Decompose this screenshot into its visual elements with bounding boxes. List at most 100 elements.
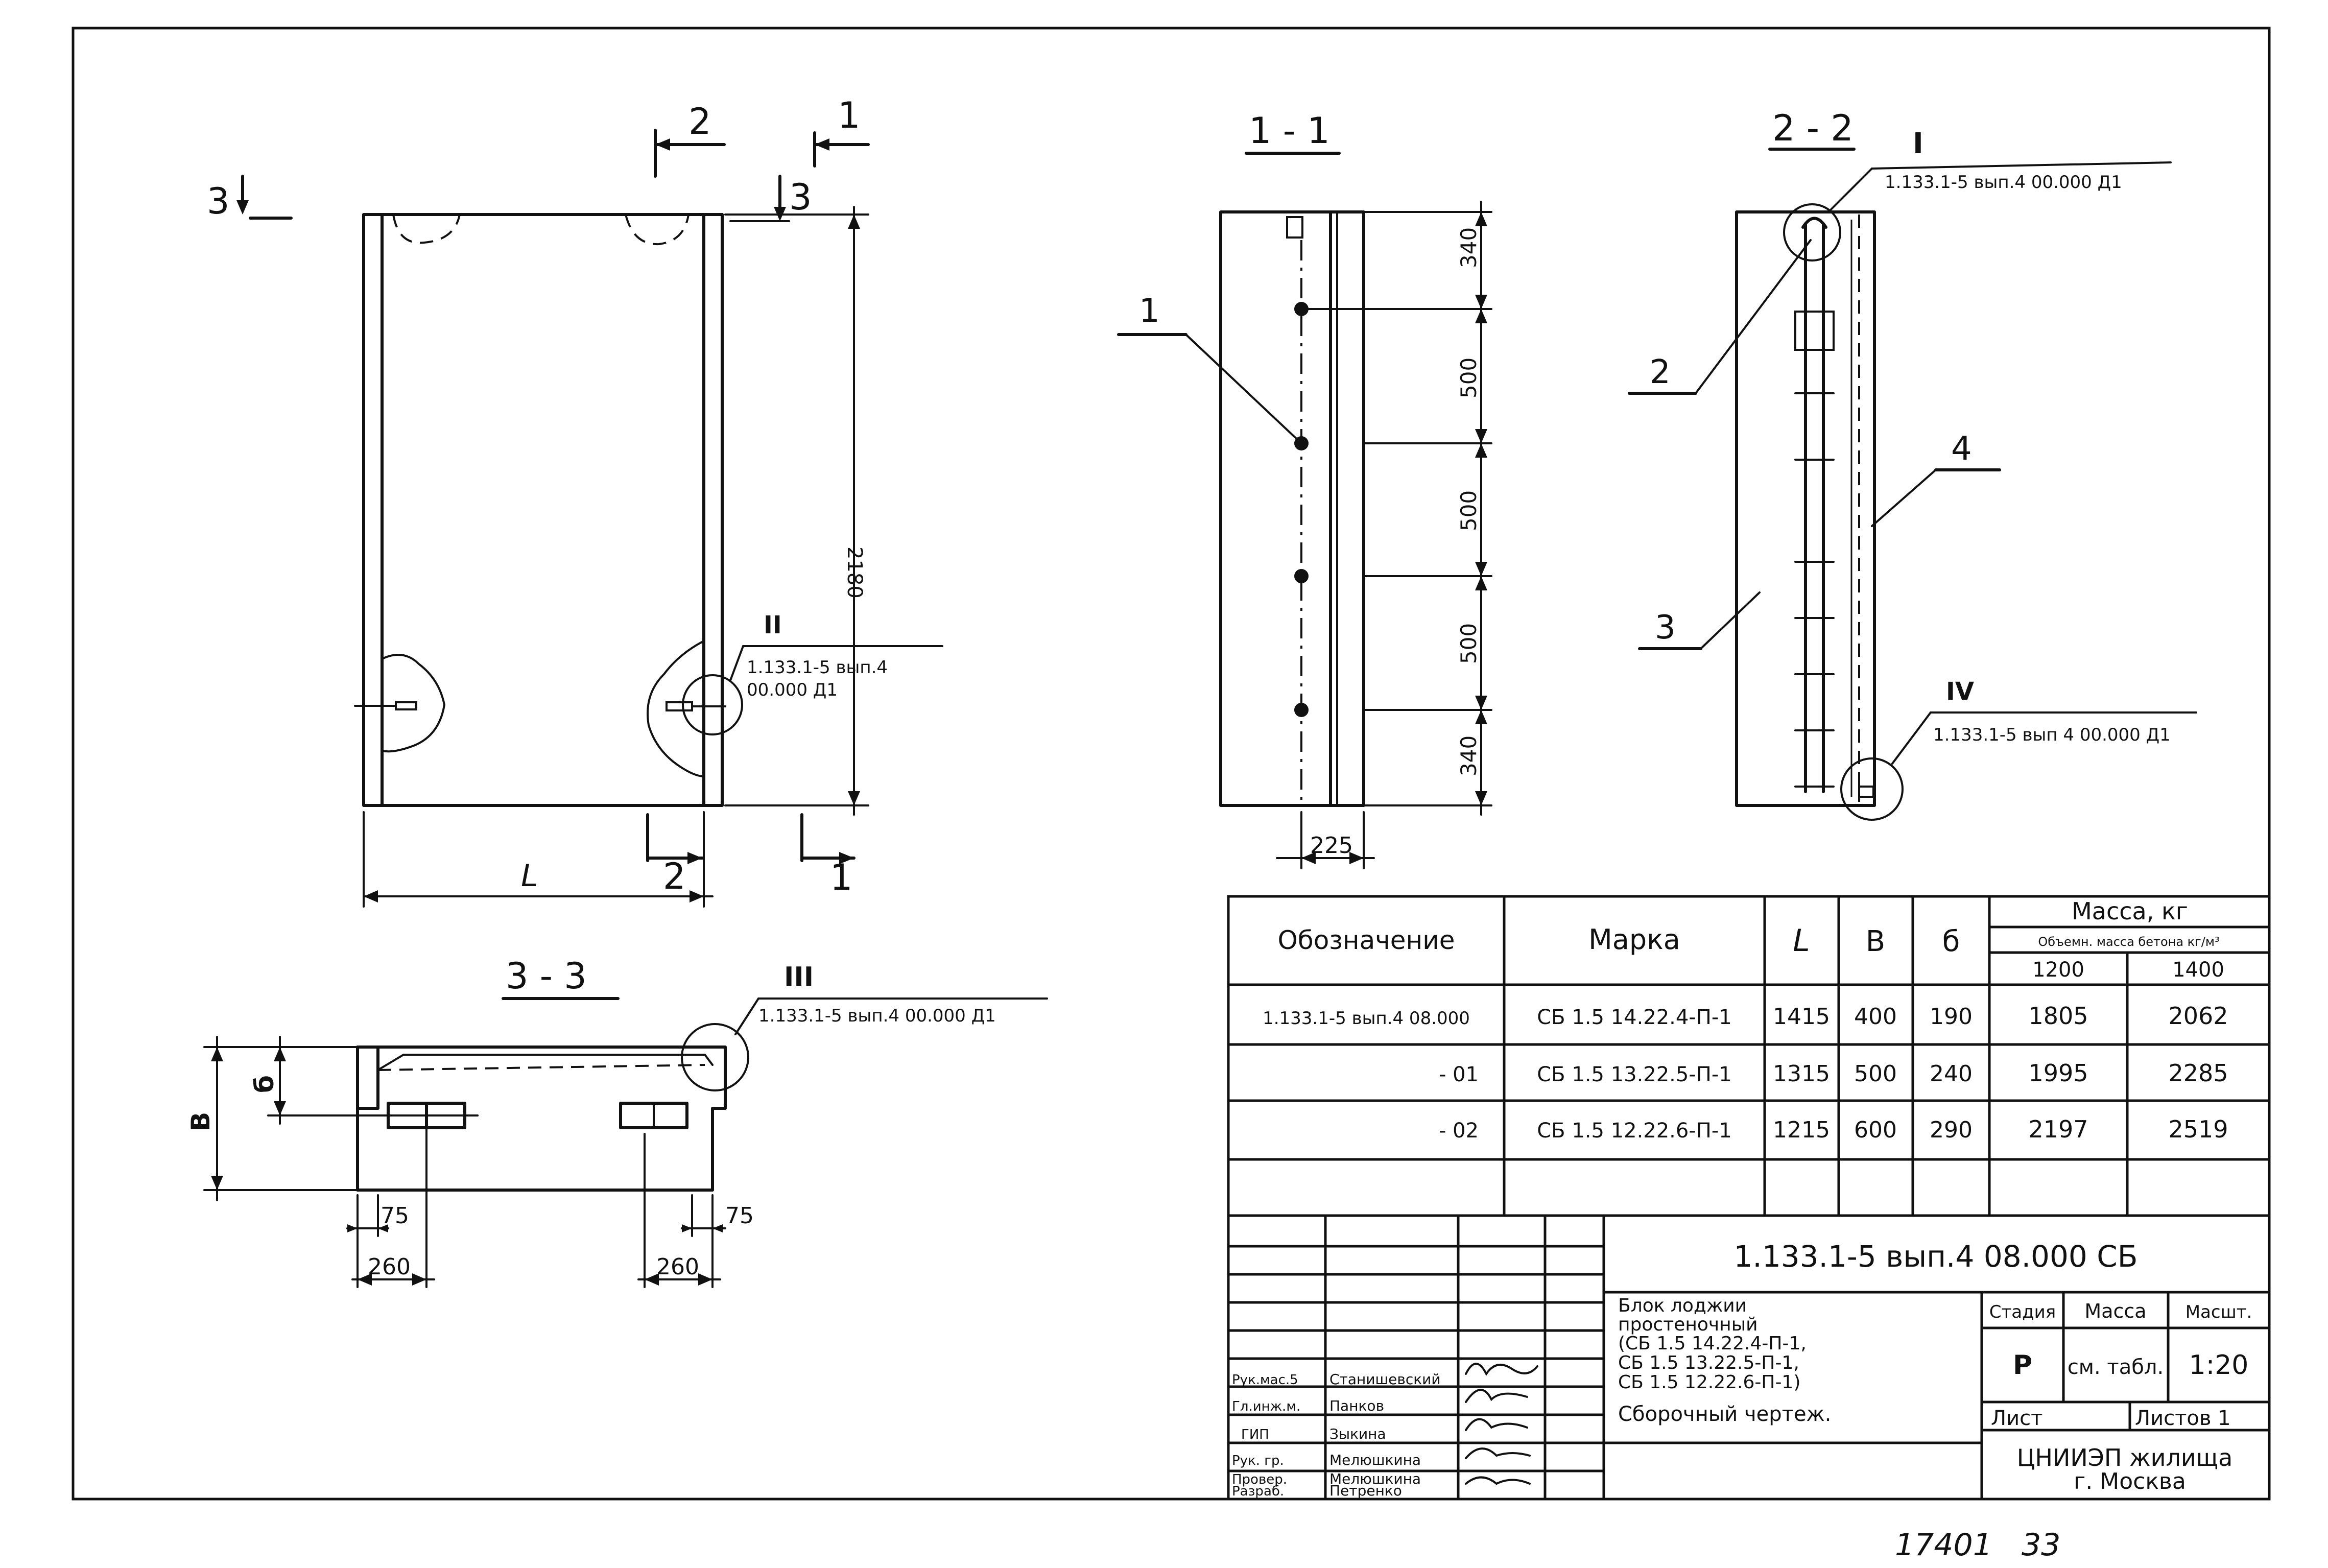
- row-1-mark: СБ 1.5 14.22.4-П-1: [1537, 1006, 1731, 1029]
- signatures: [1465, 1363, 1538, 1485]
- staff-role-2: Гл.инж.м.: [1232, 1399, 1300, 1414]
- row-2-b: 240: [1930, 1061, 1973, 1087]
- row-2-m1200: 1995: [2028, 1059, 2088, 1087]
- col-header-b: б: [1942, 925, 1960, 958]
- leader-4: 4: [1951, 430, 1972, 468]
- footer-note: 17401 33: [1895, 1527, 2060, 1563]
- section-2-2-outline: [1735, 210, 1876, 807]
- detail-IV-label: IV: [1946, 677, 1974, 706]
- detail-I-doc: 1.133.1-5 вып.4 00.000 Д1: [1885, 172, 2122, 193]
- row-3-L: 1215: [1773, 1117, 1830, 1143]
- spec-table: Обозначение Марка L В б Масса, кг Объемн…: [1227, 895, 2271, 1217]
- row-3-designation: - 02: [1439, 1119, 1479, 1143]
- detail-II-doc: 1.133.1-5 вып.4: [747, 657, 888, 678]
- col-header-mark: Марка: [1588, 923, 1680, 956]
- staff-role-1: Рук.мас.5: [1232, 1372, 1298, 1388]
- stage-value: Р: [2013, 1350, 2032, 1381]
- col-header-mass: Масса, кг: [2072, 897, 2188, 925]
- dim-L: L: [521, 858, 538, 894]
- front-view: II 1.133.1-5 вып.4 00.000 Д1 3 2 1 3 218…: [207, 94, 943, 908]
- detail-III-doc: 1.133.1-5 вып.4 00.000 Д1: [758, 1006, 996, 1026]
- cut-3-label: 3: [207, 180, 230, 222]
- organization: ЦНИИЭП жилища: [2017, 1444, 2233, 1471]
- row-1-designation: 1.133.1-5 вып.4 08.000: [1263, 1008, 1470, 1029]
- detail-III-label: III: [784, 962, 814, 992]
- title-desc-line-5: СБ 1.5 12.22.6-П-1): [1618, 1372, 1800, 1393]
- dim-225: 225: [1310, 833, 1353, 859]
- sheets-label: Листов 1: [2135, 1407, 2231, 1430]
- sheet-frame: [72, 27, 2271, 1501]
- detail-I-label: I: [1913, 127, 1923, 160]
- title-desc-line-4: СБ 1.5 13.22.5-П-1,: [1618, 1352, 1799, 1373]
- staff-name-6: Петренко: [1329, 1482, 1402, 1499]
- leader-3: 3: [1655, 609, 1676, 647]
- cut-2-top-label: 2: [688, 101, 711, 142]
- detail-II-label: II: [764, 611, 782, 639]
- row-3-m1200: 2197: [2028, 1115, 2088, 1143]
- row-3-mark: СБ 1.5 12.22.6-П-1: [1537, 1119, 1731, 1143]
- scale-value: 1:20: [2189, 1350, 2249, 1381]
- title-block: 1.133.1-5 вып.4 08.000 СБ Блок лоджии пр…: [1227, 1214, 2271, 1501]
- row-1-B: 400: [1854, 1004, 1897, 1030]
- dim-2180: 2180: [843, 547, 866, 599]
- section-1-1: 1 - 1 340 500 500 5: [1117, 110, 1492, 869]
- dim-500-c: 500: [1456, 623, 1481, 664]
- col-header-L: L: [1793, 923, 1810, 959]
- stage-label: Стадия: [1989, 1302, 2056, 1322]
- sheet-label: Лист: [1991, 1407, 2042, 1430]
- detail-III-circle: [681, 1023, 749, 1091]
- staff-role-5: Провер.: [1232, 1472, 1287, 1487]
- dim-340-top: 340: [1456, 227, 1481, 268]
- row-1-m1400: 2062: [2168, 1002, 2228, 1030]
- section-1-1-title: 1 - 1: [1249, 110, 1330, 152]
- dim-340-bottom: 340: [1456, 735, 1481, 776]
- scale-label: Масшт.: [2186, 1302, 2252, 1322]
- section-3-3-outline: [356, 1046, 727, 1192]
- row-1-b: 190: [1930, 1004, 1973, 1030]
- title-desc-line-3: (СБ 1.5 14.22.4-П-1,: [1618, 1333, 1807, 1354]
- row-2-B: 500: [1854, 1061, 1897, 1087]
- section-3-3: 3 - 3 III 1.133.1-5 вып.4 00.000 Д1 В б: [186, 955, 1048, 1288]
- row-1-L: 1415: [1773, 1004, 1830, 1030]
- staff-name-4: Мелюшкина: [1329, 1452, 1421, 1468]
- dim-500-b: 500: [1456, 490, 1481, 531]
- staff-name-1: Станишевский: [1329, 1371, 1441, 1388]
- staff-name-5: Мелюшкина: [1329, 1470, 1421, 1487]
- row-3-m1400: 2519: [2168, 1115, 2228, 1143]
- section-3-3-title: 3 - 3: [506, 955, 587, 997]
- dim-75-left: 75: [381, 1203, 409, 1229]
- col-header-1400: 1400: [2172, 958, 2224, 982]
- cut-1-top-label: 1: [838, 94, 861, 136]
- staff-name-3: Зыкина: [1329, 1426, 1386, 1442]
- col-header-B: В: [1866, 925, 1885, 958]
- dim-b: б: [250, 1075, 279, 1093]
- leader-2: 2: [1650, 353, 1671, 391]
- cut-1-bottom-label: 1: [830, 857, 853, 898]
- row-1-m1200: 1805: [2028, 1002, 2088, 1030]
- city: г. Москва: [2074, 1468, 2186, 1494]
- dim-75-right: 75: [725, 1203, 754, 1229]
- title-desc-line-1: Блок лоджии: [1618, 1295, 1747, 1316]
- cut-3-front-label: 3: [789, 176, 812, 218]
- row-3-B: 600: [1854, 1117, 1897, 1143]
- dim-500-a: 500: [1456, 358, 1481, 398]
- section-1-1-outline: [1219, 210, 1365, 807]
- staff-role-6: Разраб.: [1232, 1484, 1284, 1499]
- leader-1: 1: [1139, 292, 1160, 330]
- row-3-b: 290: [1930, 1117, 1973, 1143]
- front-view-outline: [362, 213, 724, 807]
- title-doc-code: 1.133.1-5 вып.4 08.000 СБ: [1734, 1239, 2138, 1274]
- mass-label: Масса: [2084, 1300, 2146, 1322]
- section-2-2-title: 2 - 2: [1772, 107, 1854, 149]
- cut-2-bottom-label: 2: [663, 856, 686, 897]
- row-2-designation: - 01: [1439, 1063, 1479, 1086]
- col-header-1200: 1200: [2032, 958, 2084, 982]
- dim-260-left: 260: [368, 1254, 411, 1280]
- row-2-L: 1315: [1773, 1061, 1830, 1087]
- staff-role-4: Рук. гр.: [1232, 1453, 1284, 1468]
- detail-IV-circle: [1840, 757, 1904, 821]
- detail-II-doc-2: 00.000 Д1: [747, 680, 838, 700]
- row-2-m1400: 2285: [2168, 1059, 2228, 1087]
- staff-name-2: Панков: [1329, 1397, 1384, 1414]
- mass-value: см. табл.: [2068, 1356, 2164, 1379]
